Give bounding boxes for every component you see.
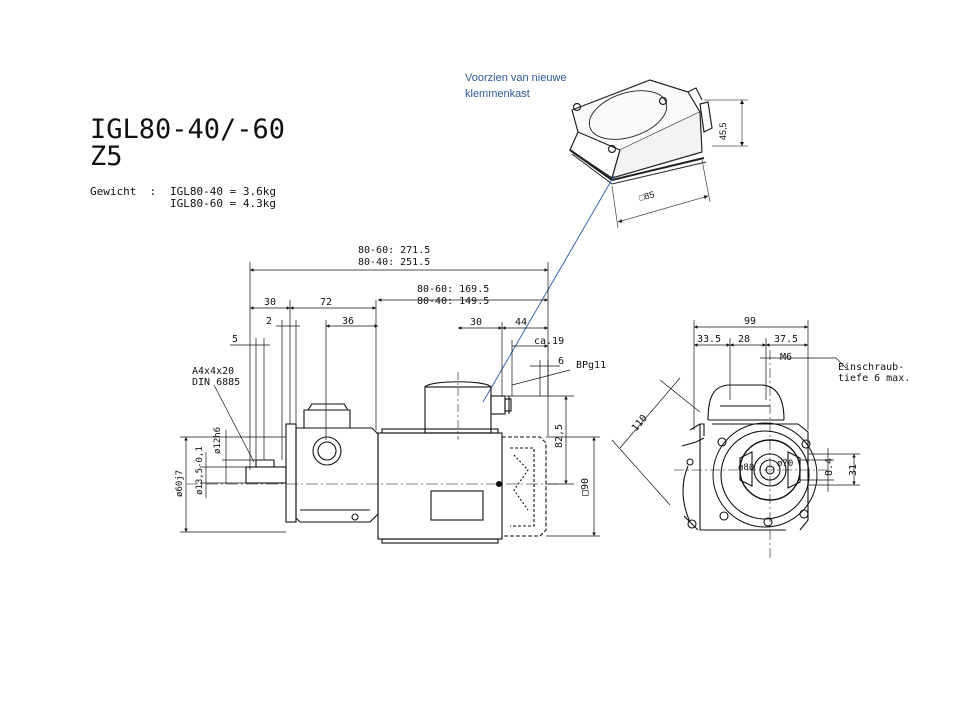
dim-72: 72 <box>320 297 332 308</box>
dim-82-5: 82,5 <box>554 424 565 448</box>
label-m6: M6 <box>780 352 792 363</box>
dim-28: 28 <box>738 334 750 345</box>
side-view-motor <box>245 381 547 544</box>
label-screw-depth-1: Einschraub- <box>838 362 904 373</box>
dim-motor-80-40: 80-40: 149.5 <box>417 296 489 307</box>
dim-dia-80: ø80 <box>738 463 754 473</box>
dim-6: 6 <box>558 356 564 367</box>
annotation-leader-line <box>482 175 615 403</box>
dim-36: 36 <box>342 316 354 327</box>
weight-igl80-60: IGL80-60 = 4.3kg <box>170 197 276 210</box>
label-key: A4x4x20 <box>192 366 234 377</box>
dim-square-90: □90 <box>580 478 591 496</box>
model-title-line2: Z5 <box>90 141 123 172</box>
annotation-note-line1: Voorzien van nieuwe <box>465 72 567 84</box>
dim-dia-13-5: ø13,5-0,1 <box>195 446 205 495</box>
dim-37-5: 37.5 <box>774 334 798 345</box>
dim-total-80-40: 80-40: 251.5 <box>358 257 430 268</box>
dim-2: 2 <box>266 316 272 327</box>
terminal-box-height: 45,5 <box>718 122 728 140</box>
dim-30-box: 30 <box>470 317 482 328</box>
dim-total-80-60: 80-60: 271.5 <box>358 245 430 256</box>
dim-5: 5 <box>232 334 238 345</box>
annotation-note-line2: klemmenkast <box>465 88 530 100</box>
dim-33-5: 33.5 <box>697 334 721 345</box>
annotation-note: Voorzien van nieuwe klemmenkast <box>465 70 605 102</box>
dim-31: 31 <box>848 464 859 476</box>
label-screw-depth-2: tiefe 6 max. <box>838 373 910 384</box>
terminal-box-square: □85 <box>638 189 656 203</box>
dim-30-flange: 30 <box>264 297 276 308</box>
label-din: DIN 6885 <box>192 377 240 388</box>
dim-8-4: 8.4 <box>824 458 835 476</box>
dim-dia-70: ø70 <box>777 459 793 469</box>
front-view-dimensions <box>611 320 860 506</box>
side-view-dimensions <box>180 262 600 537</box>
label-bpg11: BPg11 <box>576 360 606 371</box>
dim-dia-12: ø12h6 <box>213 427 223 454</box>
weight-label: Gewicht : <box>90 185 157 198</box>
dim-99: 99 <box>744 316 756 327</box>
terminal-box-illustration <box>569 79 713 185</box>
dim-ca19: ca.19 <box>534 336 564 347</box>
front-view-motor <box>681 384 818 531</box>
model-title-line1: IGL80-40/-60 <box>90 114 286 145</box>
dim-dia-60: ø60j7 <box>175 470 185 497</box>
weight-igl80-40: IGL80-40 = 3.6kg <box>170 185 276 198</box>
dim-44: 44 <box>515 317 527 328</box>
dim-motor-80-60: 80-60: 169.5 <box>417 284 489 295</box>
terminal-box-dims <box>611 99 748 229</box>
model-title: IGL80-40/-60 Z5 <box>90 116 285 170</box>
